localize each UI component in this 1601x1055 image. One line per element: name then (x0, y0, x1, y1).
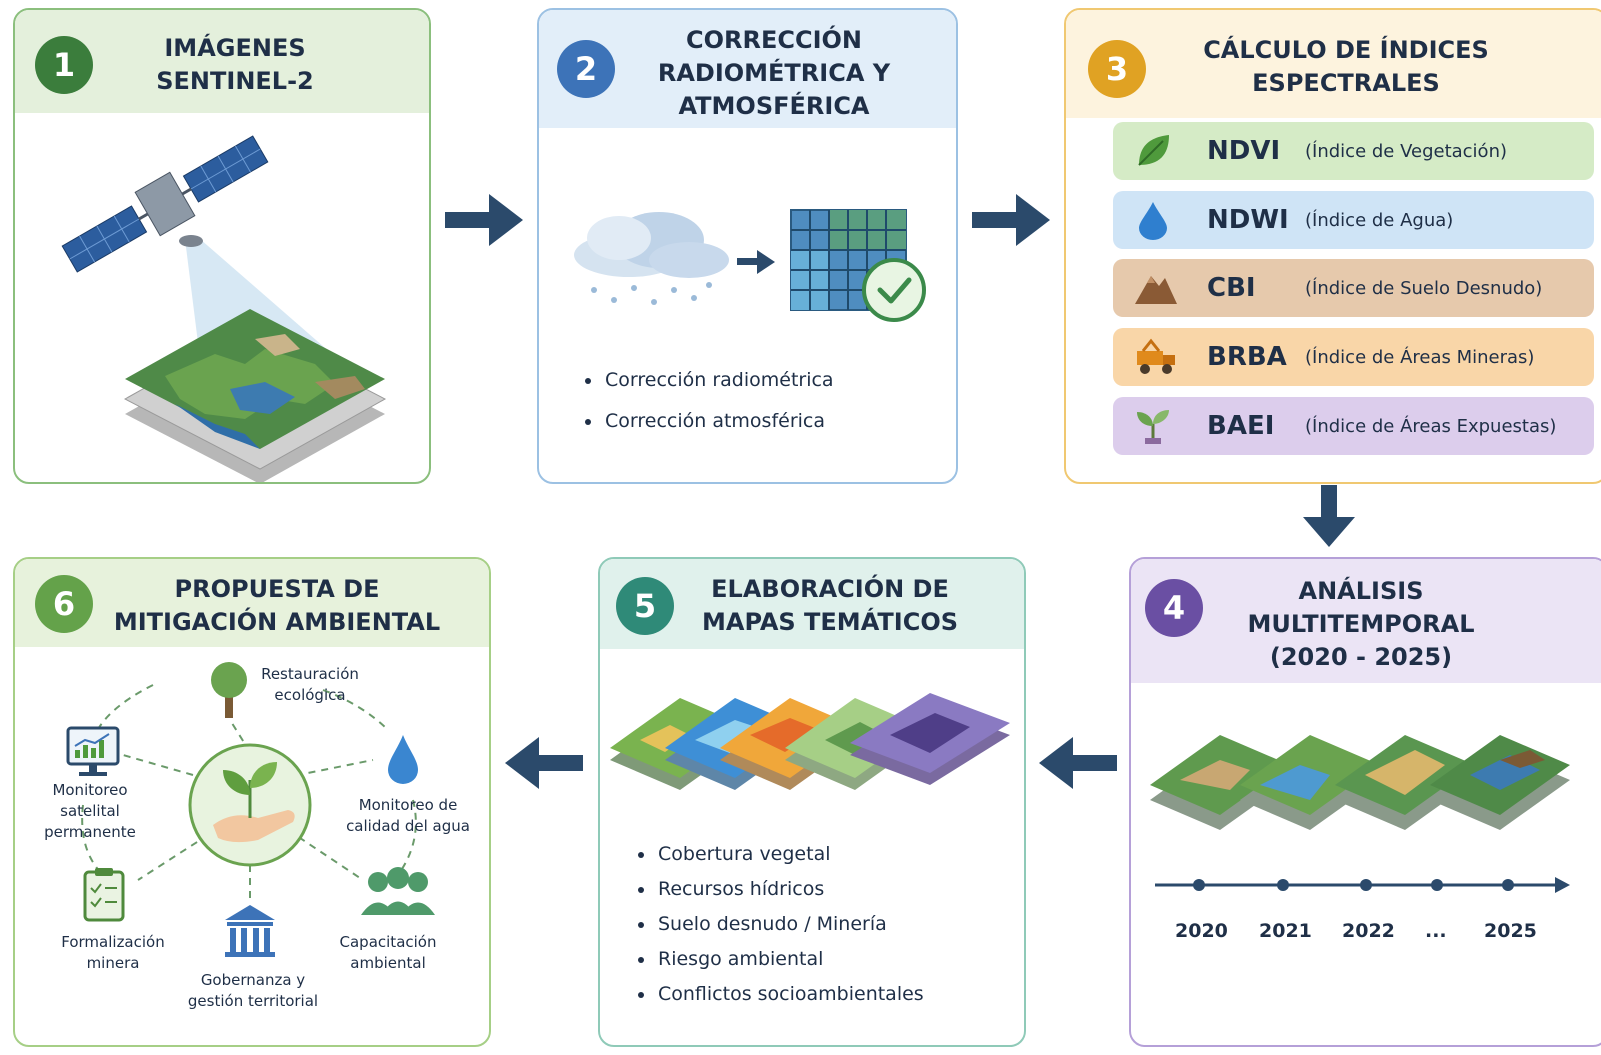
step-3-header (1066, 10, 1601, 118)
tree-icon (211, 662, 247, 718)
index-description: (Índice de Agua) (1305, 209, 1454, 231)
bullet-item: Recursos hídricos (636, 872, 924, 907)
arrow-right-2 (972, 194, 1050, 246)
thematic-maps-illustration (610, 693, 1010, 790)
step-1-number: 1 (35, 36, 93, 94)
water-drop-icon (1139, 202, 1167, 240)
timeline-year: 2025 (1484, 920, 1537, 942)
index-code: BAEI (1207, 411, 1275, 441)
index-row-ndwi: NDWI (Índice de Agua) (1113, 191, 1594, 249)
index-description: (Índice de Áreas Mineras) (1305, 346, 1535, 368)
step-5-number: 5 (616, 577, 674, 635)
mitigation-diagram (66, 662, 435, 957)
step-2-bullets: Corrección radiométrica Corrección atmos… (583, 360, 834, 442)
bullet-item: Suelo desnudo / Minería (636, 907, 924, 942)
mining-truck-icon (1137, 338, 1175, 374)
hand-icon (213, 810, 295, 843)
bullet-item: Corrección radiométrica (583, 360, 834, 401)
step-4-number: 4 (1145, 579, 1203, 637)
index-row-ndvi: NDVI (Índice de Vegetación) (1113, 122, 1594, 180)
index-code: NDWI (1207, 205, 1289, 235)
multitemporal-maps-illustration (1150, 735, 1570, 830)
index-description: (Índice de Vegetación) (1305, 140, 1507, 162)
government-building-icon (225, 905, 275, 957)
arrow-right-1 (445, 194, 523, 246)
cloud-correction-illustration (574, 209, 926, 322)
sprout-icon (1137, 410, 1169, 444)
index-row-baei: BAEI (Índice de Áreas Expuestas) (1113, 397, 1594, 455)
water-drop-icon (388, 735, 418, 784)
index-code: CBI (1207, 273, 1256, 303)
step-2-number: 2 (557, 40, 615, 98)
index-code: NDVI (1207, 136, 1281, 166)
index-description: (Índice de Áreas Expuestas) (1305, 415, 1557, 437)
bullet-item: Cobertura vegetal (636, 837, 924, 872)
timeline-axis (1155, 877, 1570, 893)
bullet-item: Corrección atmosférica (583, 401, 834, 442)
arrow-left-2 (505, 737, 583, 789)
bullet-item: Conflictos socioambientales (636, 977, 924, 1012)
bullet-item: Riesgo ambiental (636, 942, 924, 977)
step-6-header (15, 559, 489, 647)
index-code: BRBA (1207, 342, 1287, 372)
timeline-year: ... (1425, 920, 1447, 942)
satellite-earth-illustration (61, 135, 387, 482)
arrow-down (1303, 485, 1355, 547)
clipboard-checklist-icon (83, 868, 125, 922)
timeline-year: 2020 (1175, 920, 1228, 942)
leaf-icon (1138, 135, 1169, 166)
index-row-brba: BRBA (Índice de Áreas Mineras) (1113, 328, 1594, 386)
timeline-year: 2022 (1342, 920, 1395, 942)
timeline-year: 2021 (1259, 920, 1312, 942)
step-3-number: 3 (1088, 40, 1146, 98)
people-icon (361, 867, 435, 915)
mountain-icon (1135, 276, 1177, 304)
step-4-header (1131, 559, 1601, 683)
index-row-cbi: CBI (Índice de Suelo Desnudo) (1113, 259, 1594, 317)
index-description: (Índice de Suelo Desnudo) (1305, 277, 1543, 299)
step-6-number: 6 (35, 575, 93, 633)
monitor-chart-icon (66, 726, 120, 776)
arrow-left-1 (1039, 737, 1117, 789)
step-5-bullets: Cobertura vegetal Recursos hídricos Suel… (636, 837, 924, 1012)
